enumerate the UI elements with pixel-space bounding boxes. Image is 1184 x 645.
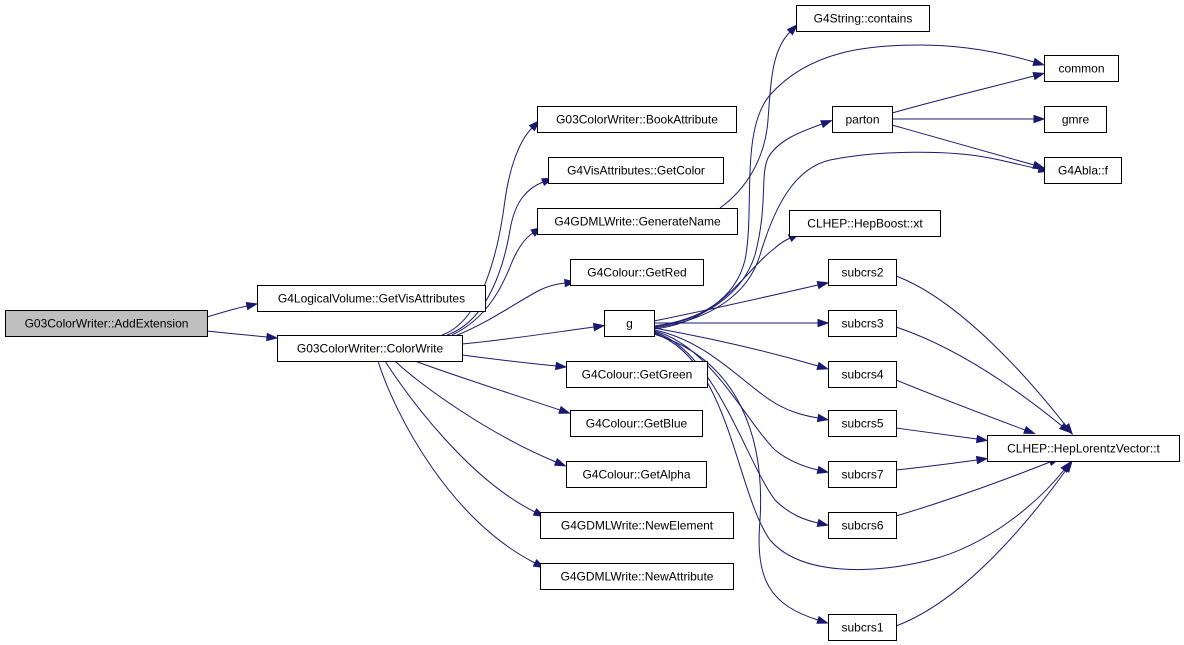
node-label: subcrs7 bbox=[841, 468, 883, 482]
node-label: subcrs2 bbox=[841, 266, 883, 280]
node-label: CLHEP::HepBoost::xt bbox=[807, 217, 923, 231]
edge-g-to-subcrs1 bbox=[653, 333, 829, 624]
node-newelem[interactable]: G4GDMLWrite::NewElement bbox=[540, 512, 734, 539]
node-label: G03ColorWriter::ColorWrite bbox=[297, 342, 444, 356]
edge-parton-to-common bbox=[891, 72, 1046, 114]
node-label: G03ColorWriter::BookAttribute bbox=[556, 113, 718, 127]
node-colorwrite[interactable]: G03ColorWriter::ColorWrite bbox=[277, 335, 463, 362]
node-label: CLHEP::HepLorentzVector::t bbox=[1007, 442, 1160, 456]
edge-subcrs7-to-lorentz bbox=[895, 455, 989, 471]
node-getblue[interactable]: G4Colour::GetBlue bbox=[570, 410, 703, 437]
node-getalpha[interactable]: G4Colour::GetAlpha bbox=[566, 461, 707, 488]
node-subcrs5[interactable]: subcrs5 bbox=[828, 410, 897, 437]
node-lorentz[interactable]: CLHEP::HepLorentzVector::t bbox=[987, 435, 1180, 462]
node-label: G03ColorWriter::AddExtension bbox=[25, 317, 189, 331]
edge-parton-to-abla bbox=[891, 124, 1046, 169]
node-label: subcrs5 bbox=[841, 417, 883, 431]
node-subcrs4[interactable]: subcrs4 bbox=[828, 361, 897, 388]
node-common[interactable]: common bbox=[1044, 55, 1119, 82]
node-getcolor[interactable]: G4VisAttributes::GetColor bbox=[548, 157, 724, 184]
edge-g-to-subcrs7 bbox=[653, 330, 830, 474]
node-xt[interactable]: CLHEP::HepBoost::xt bbox=[789, 210, 941, 237]
edge-subcrs4-to-lorentz bbox=[895, 379, 1036, 435]
edge-g-to-parton bbox=[653, 120, 833, 328]
node-getvis[interactable]: G4LogicalVolume::GetVisAttributes bbox=[257, 285, 486, 312]
edge-colorwrite-to-g bbox=[461, 322, 606, 345]
edge-colorwrite-to-getgreen bbox=[461, 354, 568, 371]
node-addext[interactable]: G03ColorWriter::AddExtension bbox=[5, 310, 208, 337]
node-label: subcrs4 bbox=[841, 368, 883, 382]
edge-subcrs2-to-lorentz bbox=[895, 275, 1074, 436]
node-label: G4VisAttributes::GetColor bbox=[567, 164, 705, 178]
node-label: G4LogicalVolume::GetVisAttributes bbox=[278, 292, 465, 306]
node-subcrs2[interactable]: subcrs2 bbox=[828, 259, 897, 286]
edge-colorwrite-to-newelem bbox=[384, 360, 546, 518]
node-label: gmre bbox=[1062, 113, 1090, 127]
edge-subcrs1-to-lorentz bbox=[895, 460, 1073, 627]
node-subcrs3[interactable]: subcrs3 bbox=[828, 310, 897, 337]
node-newattr[interactable]: G4GDMLWrite::NewAttribute bbox=[540, 563, 734, 590]
edge-colorwrite-to-book bbox=[441, 119, 541, 336]
node-label: G4Colour::GetRed bbox=[587, 266, 686, 280]
nodes: G03ColorWriter::AddExtension G4LogicalVol… bbox=[5, 5, 1180, 641]
edge-g-to-subcrs3 bbox=[654, 318, 830, 328]
node-gmre[interactable]: gmre bbox=[1044, 106, 1107, 133]
node-label: G4Abla::f bbox=[1058, 164, 1109, 178]
node-label: subcrs6 bbox=[841, 519, 883, 533]
node-subcrs6[interactable]: subcrs6 bbox=[828, 512, 897, 539]
node-subcrs7[interactable]: subcrs7 bbox=[828, 461, 897, 488]
node-label: common bbox=[1058, 62, 1104, 76]
node-label: G4GDMLWrite::GenerateName bbox=[554, 215, 721, 229]
node-label: subcrs1 bbox=[841, 621, 883, 635]
node-label: subcrs3 bbox=[841, 317, 883, 331]
edge-g-to-subcrs6 bbox=[653, 331, 830, 527]
edge-parton-to-gmre bbox=[892, 114, 1046, 124]
node-label: G4Colour::GetBlue bbox=[586, 417, 688, 431]
edge-colorwrite-to-getblue bbox=[414, 360, 571, 414]
edge-colorwrite-to-genname bbox=[451, 226, 543, 336]
node-label: G4Colour::GetAlpha bbox=[582, 468, 690, 482]
node-label: G4String::contains bbox=[814, 12, 913, 26]
edge-addext-to-getvis bbox=[206, 302, 259, 318]
node-label: g bbox=[626, 317, 633, 331]
edge-g-to-subcrs2 bbox=[653, 281, 830, 322]
edge-g-to-subcrs4 bbox=[653, 327, 830, 370]
node-abla[interactable]: G4Abla::f bbox=[1044, 157, 1122, 184]
edge-g-to-common bbox=[653, 44, 1046, 327]
edge-g-to-subcrs5 bbox=[653, 329, 830, 423]
node-label: parton bbox=[845, 113, 879, 127]
edge-subcrs3-to-lorentz bbox=[895, 326, 1071, 434]
node-label: G4GDMLWrite::NewAttribute bbox=[561, 570, 714, 584]
edge-colorwrite-to-newattr bbox=[377, 360, 546, 569]
node-parton[interactable]: parton bbox=[832, 106, 893, 133]
edge-colorwrite-to-getalpha bbox=[394, 360, 567, 467]
edge-genname-to-contains bbox=[719, 23, 799, 209]
node-label: G4GDMLWrite::NewElement bbox=[561, 519, 714, 533]
node-contains[interactable]: G4String::contains bbox=[796, 5, 930, 32]
node-subcrs1[interactable]: subcrs1 bbox=[828, 614, 897, 641]
node-label: G4Colour::GetGreen bbox=[582, 368, 693, 382]
edges bbox=[206, 23, 1074, 627]
node-genname[interactable]: G4GDMLWrite::GenerateName bbox=[537, 208, 738, 235]
node-g[interactable]: g bbox=[604, 310, 655, 337]
node-book[interactable]: G03ColorWriter::BookAttribute bbox=[537, 106, 737, 133]
node-getgreen[interactable]: G4Colour::GetGreen bbox=[566, 361, 708, 388]
edge-subcrs5-to-lorentz bbox=[895, 427, 989, 444]
node-getred[interactable]: G4Colour::GetRed bbox=[570, 259, 704, 286]
edge-addext-to-colorwrite bbox=[206, 330, 279, 342]
